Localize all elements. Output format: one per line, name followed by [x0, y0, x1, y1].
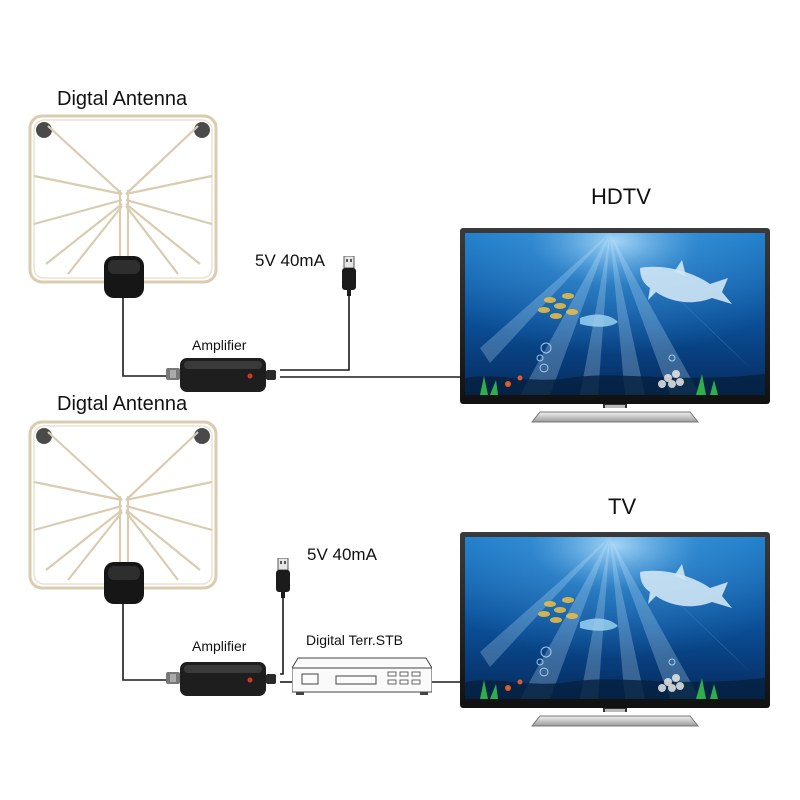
bottom-usb-plug-icon: [275, 558, 291, 598]
top-amplifier-icon: [166, 358, 276, 392]
top-amplifier-label: Amplifier: [192, 337, 247, 353]
top-tv-icon: [460, 228, 770, 423]
top-tv-label: HDTV: [591, 184, 651, 209]
bottom-tv-label: TV: [608, 494, 636, 519]
bottom-antenna-label: Digtal Antenna: [57, 393, 188, 415]
bottom-tv-icon: [460, 532, 770, 727]
bottom-setup: Digtal Antenna 5V 40mA Amplifier Digital…: [28, 393, 770, 727]
bottom-amplifier-icon: [166, 662, 276, 696]
top-cables: [122, 296, 462, 378]
stb-label: Digital Terr.STB: [306, 632, 403, 648]
bottom-antenna-icon: [28, 420, 218, 606]
top-power-label: 5V 40mA: [255, 251, 326, 270]
top-usb-plug-icon: [341, 256, 357, 296]
bottom-cables: [122, 598, 462, 683]
set-top-box-icon: [292, 657, 432, 696]
top-antenna-label: Digtal Antenna: [57, 88, 188, 110]
top-setup: Digtal Antenna 5V 40mA Amplifier HDTV: [28, 88, 770, 423]
bottom-power-label: 5V 40mA: [307, 545, 378, 564]
top-antenna-icon: [28, 114, 218, 300]
bottom-amplifier-label: Amplifier: [192, 638, 247, 654]
